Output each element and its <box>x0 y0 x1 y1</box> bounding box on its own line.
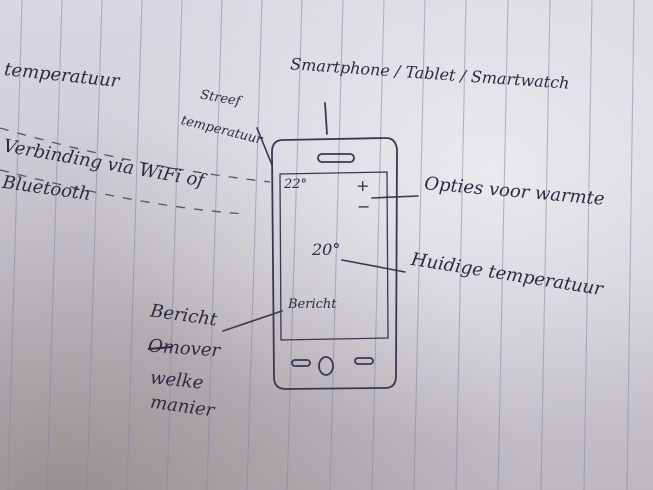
decrease-temp-button: − <box>357 197 371 216</box>
label-omover: Omover <box>147 335 221 362</box>
pointer-lines <box>222 127 419 332</box>
phone-outline <box>271 102 398 390</box>
target-temperature: 22° <box>284 177 308 192</box>
current-temperature: 20° <box>312 240 341 259</box>
message-area: Bericht <box>288 297 337 312</box>
ruled-lines <box>7 0 635 490</box>
strike-mark <box>147 346 173 350</box>
connection-dashes <box>0 127 271 215</box>
increase-temp-button: + <box>356 176 370 195</box>
